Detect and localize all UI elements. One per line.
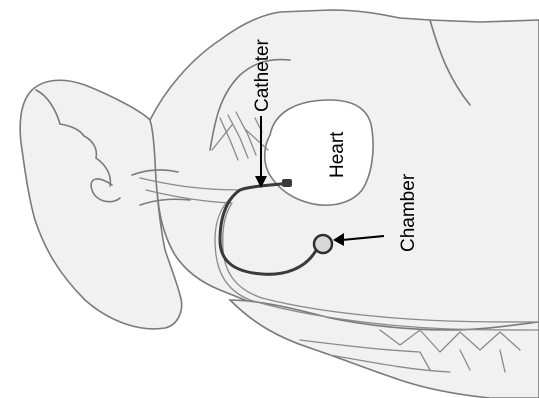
catheter-label: Catheter bbox=[252, 38, 273, 112]
heart-label: Heart bbox=[327, 131, 348, 178]
chamber-port bbox=[314, 235, 332, 253]
heart-shape bbox=[265, 100, 373, 205]
chamber-label: Chamber bbox=[398, 173, 419, 252]
catheter-tip bbox=[282, 179, 292, 187]
